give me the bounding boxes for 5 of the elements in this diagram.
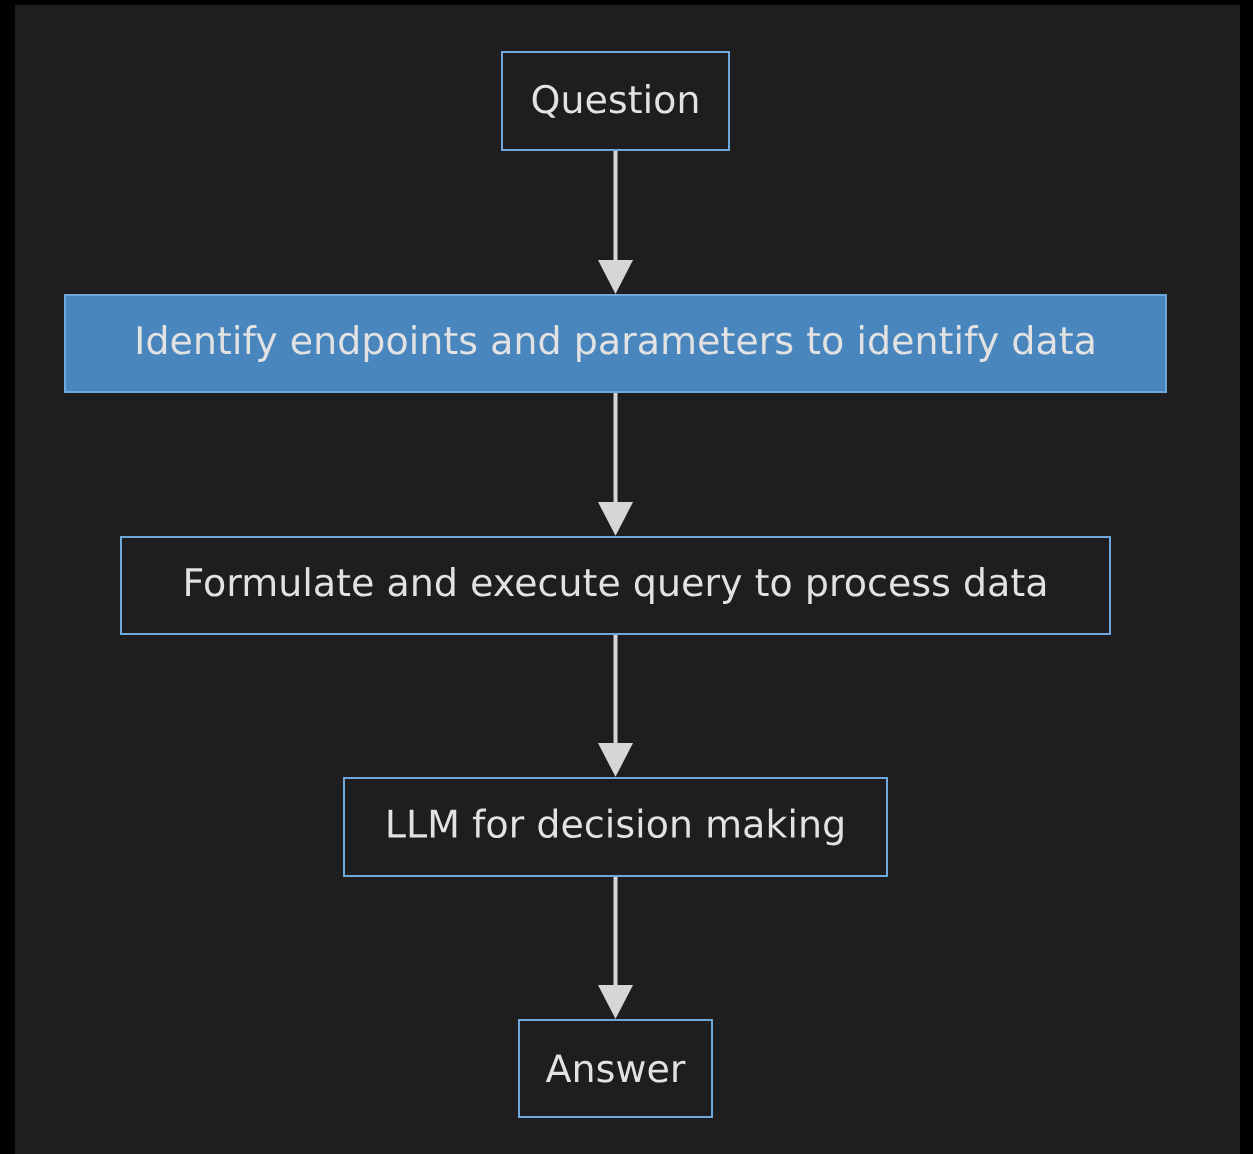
process-box: LLM for decision making — [343, 777, 888, 877]
process-box: Question — [501, 51, 730, 151]
process-box: Answer — [518, 1019, 713, 1118]
process-box: Identify endpoints and parameters to identify data — [64, 294, 1167, 393]
process-box: Formulate and execute query to process data — [120, 536, 1111, 635]
